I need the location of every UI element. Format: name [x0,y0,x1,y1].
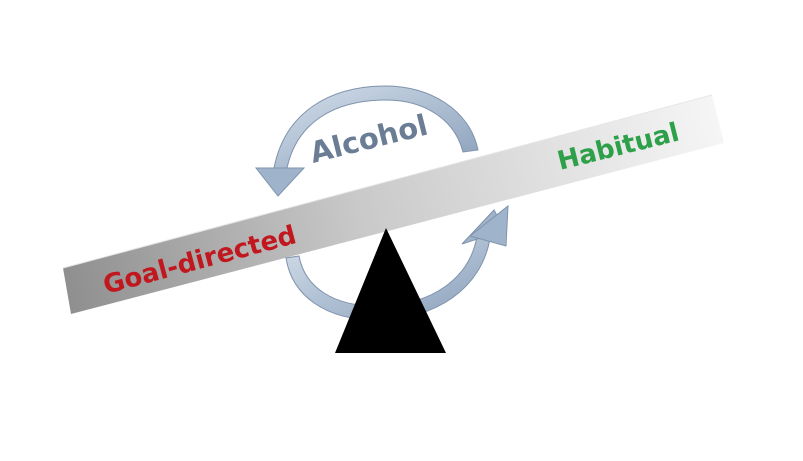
fulcrum-triangle [335,228,446,353]
alcohol-label: Alcohol [306,108,431,170]
cycle-arrow-bottom-icon [285,204,509,321]
cycle-arrow-top-icon [254,85,479,197]
seesaw-beam [62,94,724,314]
